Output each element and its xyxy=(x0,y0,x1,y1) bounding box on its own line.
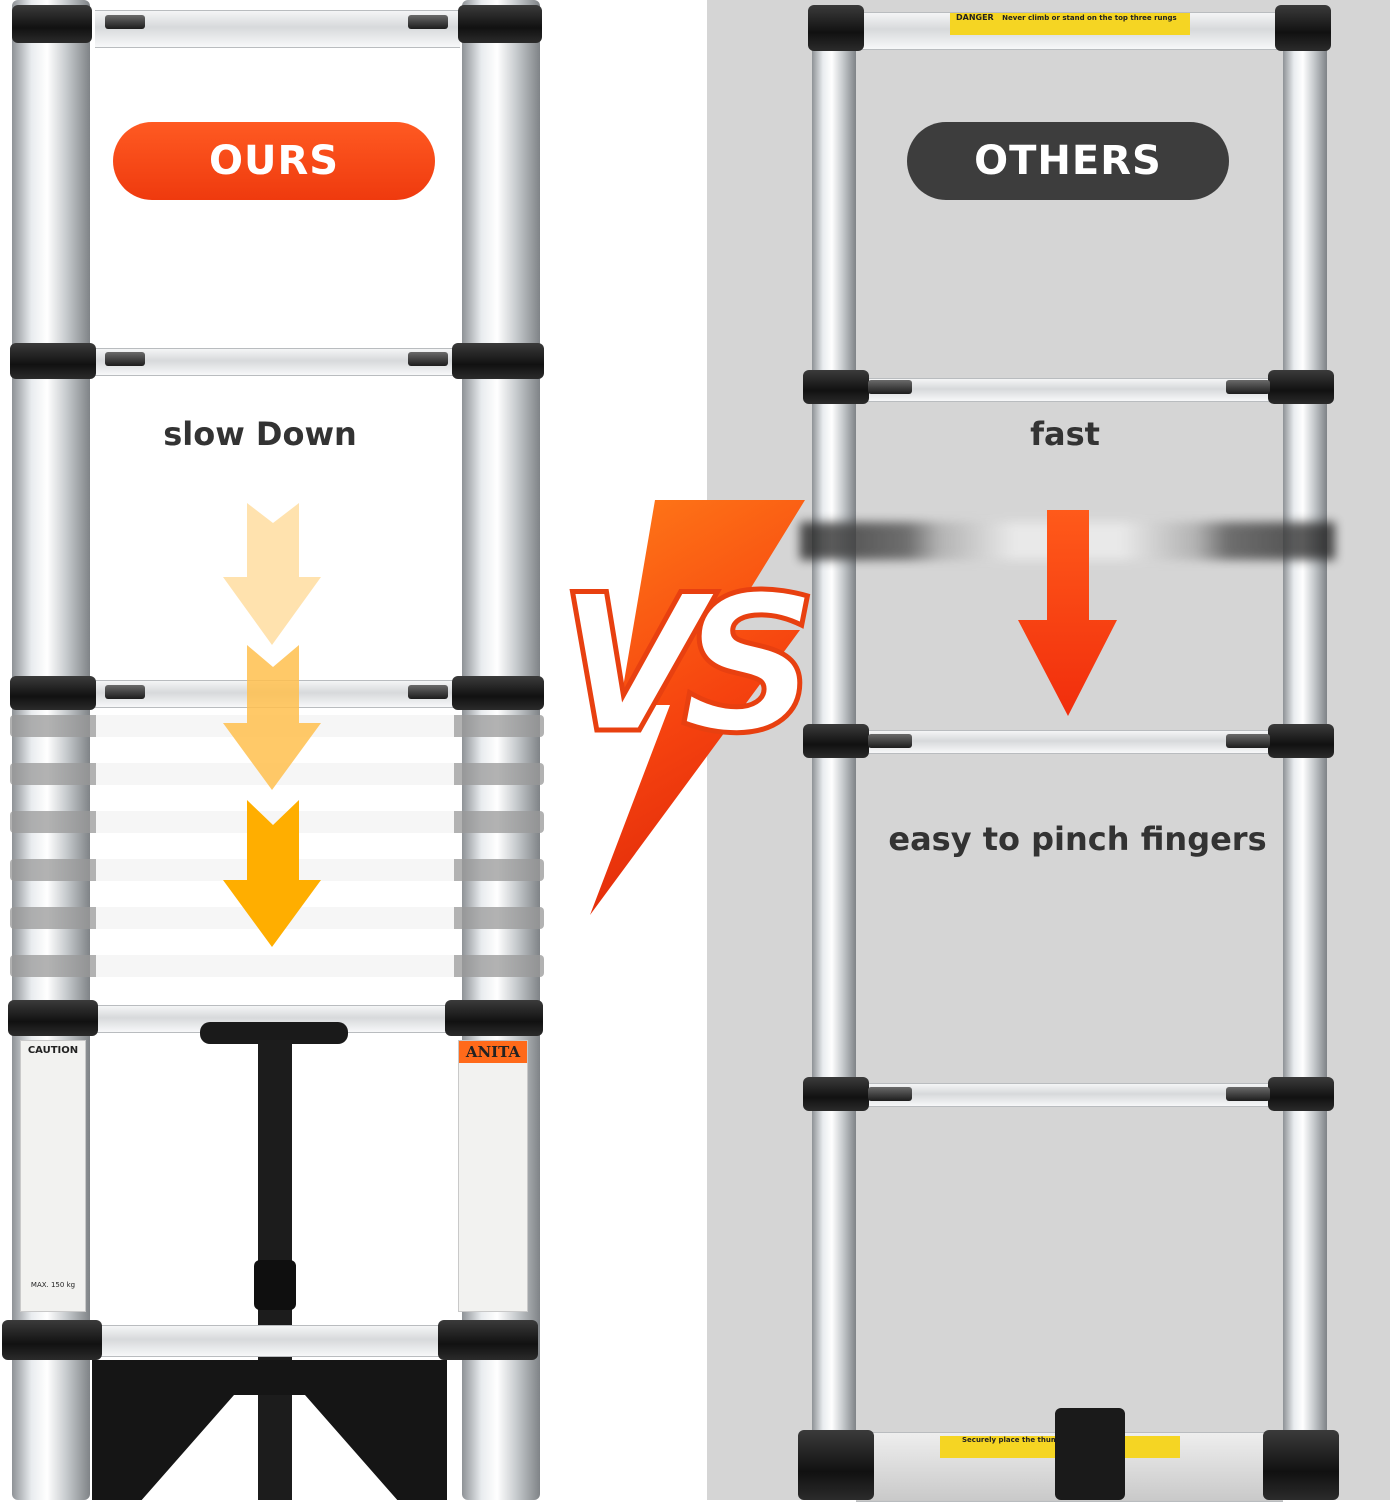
ours-clamp xyxy=(458,5,542,43)
caution-sticker: CAUTION MAX. 150 kg xyxy=(20,1040,86,1312)
brand-sticker: ANITA xyxy=(458,1040,528,1312)
ours-tab xyxy=(105,15,145,29)
ours-clamp xyxy=(452,676,544,710)
arrow-down-icon xyxy=(223,503,321,645)
others-tab xyxy=(1226,734,1270,748)
arrow-down-icon xyxy=(1018,510,1117,716)
others-badge: OTHERS xyxy=(907,122,1229,200)
ours-clamp xyxy=(10,676,96,710)
ours-tab xyxy=(408,685,448,699)
ours-collapsing-rung-stack xyxy=(10,715,544,1005)
ours-clamp xyxy=(12,5,92,43)
others-tab xyxy=(868,380,912,394)
danger-text: Never climb or stand on the top three ru… xyxy=(1002,14,1177,22)
vs-text: VS xyxy=(556,552,821,778)
others-clamp xyxy=(1275,5,1331,51)
others-clamp xyxy=(803,1077,869,1111)
others-rung xyxy=(856,1083,1283,1107)
others-clamp xyxy=(1268,1077,1334,1111)
others-clamp xyxy=(808,5,864,51)
ours-tab xyxy=(105,352,145,366)
caution-title: CAUTION xyxy=(27,1045,79,1056)
slow-arrows-graphic xyxy=(223,503,321,947)
ours-badge: OURS xyxy=(113,122,435,200)
brand-label: ANITA xyxy=(459,1041,527,1063)
ours-clamp xyxy=(2,1320,102,1360)
ours-clamp xyxy=(10,343,96,379)
pinch-fingers-caption: easy to pinch fingers xyxy=(888,820,1267,858)
others-rung xyxy=(856,730,1283,754)
others-strap xyxy=(1055,1408,1125,1500)
others-clamp xyxy=(1268,724,1334,758)
others-tab xyxy=(1226,380,1270,394)
others-clamp xyxy=(798,1430,874,1500)
others-clamp xyxy=(1263,1430,1339,1500)
others-clamp xyxy=(803,724,869,758)
others-tab xyxy=(868,734,912,748)
ours-tab xyxy=(105,685,145,699)
ours-clamp xyxy=(452,343,544,379)
others-clamp xyxy=(1268,370,1334,404)
ours-clamp xyxy=(8,1000,98,1036)
slow-down-caption: slow Down xyxy=(163,415,357,453)
ours-rung xyxy=(95,348,460,376)
strap-handle xyxy=(200,1022,348,1044)
ours-tab xyxy=(408,352,448,366)
ours-clamp xyxy=(438,1320,538,1360)
strap-buckle xyxy=(254,1260,296,1310)
others-clamp xyxy=(803,370,869,404)
ours-tab xyxy=(408,15,448,29)
bottom-warning-text: Securely place the thumbs on the label xyxy=(962,1436,1117,1444)
max-load-label: MAX. 150 kg xyxy=(30,1281,76,1289)
others-rung xyxy=(856,378,1283,402)
ours-rung xyxy=(95,1325,445,1357)
danger-label: DANGER Never climb or stand on the top t… xyxy=(950,13,1190,35)
others-tab xyxy=(1226,1087,1270,1101)
fast-caption: fast xyxy=(1030,415,1100,453)
arrow-down-icon xyxy=(223,645,321,790)
ours-rung xyxy=(95,10,460,48)
arrow-down-icon xyxy=(223,800,321,947)
others-tab xyxy=(868,1087,912,1101)
ours-clamp xyxy=(445,1000,543,1036)
lightning-bolt-icon xyxy=(590,500,805,915)
fast-arrow-graphic xyxy=(1018,510,1117,716)
danger-title: DANGER xyxy=(956,13,994,22)
vs-lightning-graphic xyxy=(590,500,805,915)
